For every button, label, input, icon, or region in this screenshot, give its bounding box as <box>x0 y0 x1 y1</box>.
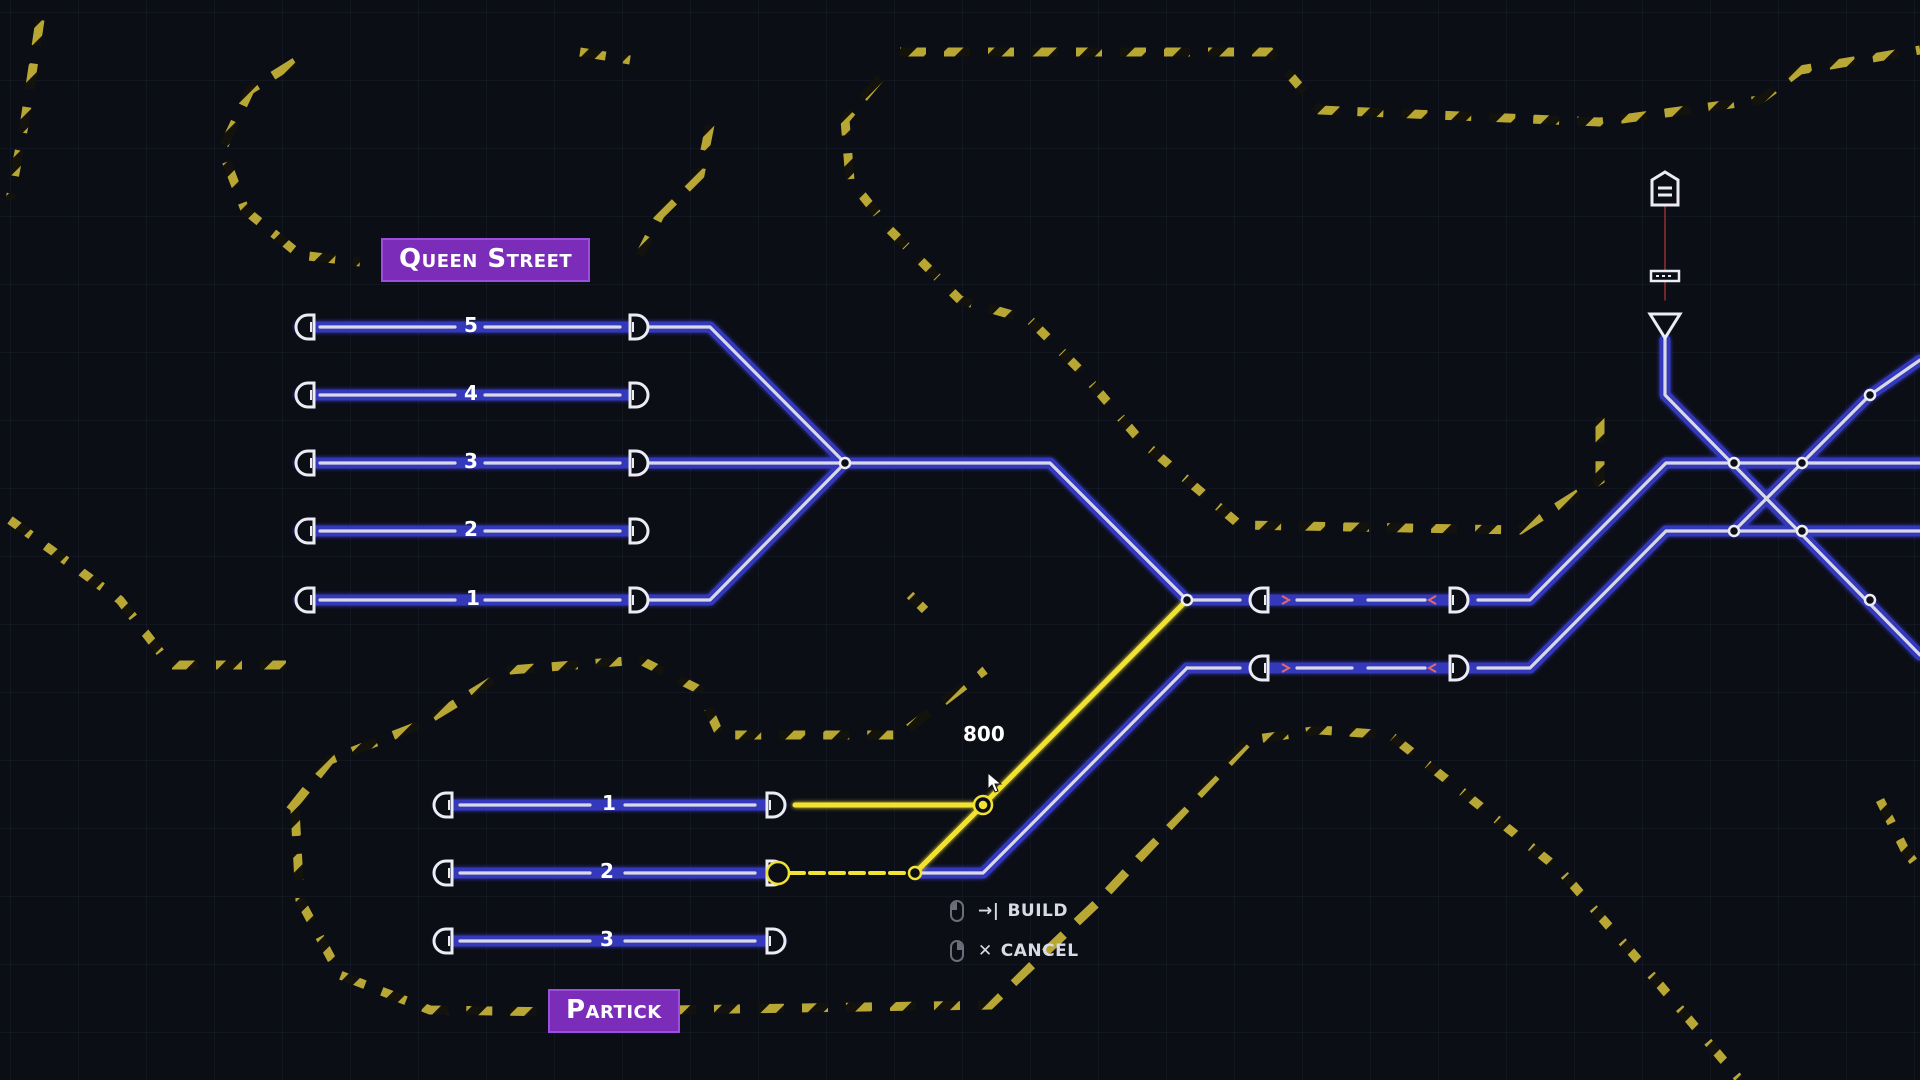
platform-number: 1 <box>602 791 616 815</box>
mouse-right-icon <box>950 940 964 962</box>
direction-arrow-icon <box>1281 663 1292 673</box>
platform-number: 2 <box>464 517 478 541</box>
buffer-stop-icon[interactable] <box>432 927 454 955</box>
hazard-boundaries <box>5 19 1920 1080</box>
platform-number: 2 <box>600 859 614 883</box>
buffer-stop-icon[interactable] <box>294 449 316 477</box>
mouse-left-icon <box>950 900 964 922</box>
signal-icon[interactable] <box>628 586 650 614</box>
build-cost: 800 <box>963 722 1005 746</box>
junction-node-icon[interactable] <box>1863 388 1877 402</box>
buffer-stop-icon[interactable] <box>294 586 316 614</box>
depot-icon[interactable] <box>1650 170 1680 207</box>
station-label-queen-street[interactable]: Queen Street <box>381 238 591 282</box>
signal-icon[interactable] <box>628 449 650 477</box>
direction-arrow-icon <box>1281 595 1292 605</box>
junction-node-icon[interactable] <box>1180 593 1194 607</box>
signal-icon[interactable] <box>628 517 650 545</box>
junction-node-icon[interactable] <box>1795 524 1809 538</box>
signal-icon[interactable] <box>1647 312 1683 341</box>
build-hint-label: BUILD <box>1007 901 1068 921</box>
signal-icon[interactable] <box>628 313 650 341</box>
signal-icon[interactable] <box>765 791 787 819</box>
direction-arrow-icon <box>1426 663 1437 673</box>
buffer-stop-icon[interactable] <box>294 381 316 409</box>
signal-icon[interactable] <box>1448 654 1470 682</box>
signal-icon[interactable] <box>1248 586 1270 614</box>
junction-node-icon[interactable] <box>838 456 852 470</box>
cancel-hint-label: CANCEL <box>1000 941 1079 961</box>
signal-icon[interactable] <box>1448 586 1470 614</box>
build-icon: →| <box>978 901 1000 921</box>
buffer-stop-icon[interactable] <box>294 313 316 341</box>
junction-node-icon[interactable] <box>1727 524 1741 538</box>
platform-number: 3 <box>464 449 478 473</box>
signals-layer <box>294 313 1470 955</box>
cancel-hint[interactable]: ✕ CANCEL <box>950 940 1079 962</box>
build-node-center[interactable] <box>978 800 988 810</box>
buffer-stop-icon[interactable] <box>432 859 454 887</box>
signal-icon[interactable] <box>1248 654 1270 682</box>
signal-icon[interactable] <box>765 927 787 955</box>
buffer-stop-icon <box>1649 269 1681 283</box>
track-network <box>294 199 1920 947</box>
cancel-icon: ✕ <box>978 941 993 961</box>
buffer-stop-icon[interactable] <box>294 517 316 545</box>
signal-icon[interactable] <box>628 381 650 409</box>
junction-nodes <box>765 388 1877 886</box>
station-label-partick[interactable]: Partick <box>548 989 680 1033</box>
junction-node-icon[interactable] <box>1863 593 1877 607</box>
buffer-stop-icon[interactable] <box>432 791 454 819</box>
platform-number: 3 <box>600 927 614 951</box>
build-hint[interactable]: →| BUILD <box>950 900 1068 922</box>
platform-number: 4 <box>464 381 478 405</box>
platform-number: 1 <box>466 586 480 610</box>
junction-node-icon[interactable] <box>1795 456 1809 470</box>
build-node-icon[interactable] <box>907 865 923 881</box>
platform-number: 5 <box>464 313 478 337</box>
build-start-node-icon[interactable] <box>765 860 791 886</box>
direction-arrow-icon <box>1426 595 1437 605</box>
mouse-cursor-icon <box>987 772 1003 793</box>
junction-node-icon[interactable] <box>1727 456 1741 470</box>
